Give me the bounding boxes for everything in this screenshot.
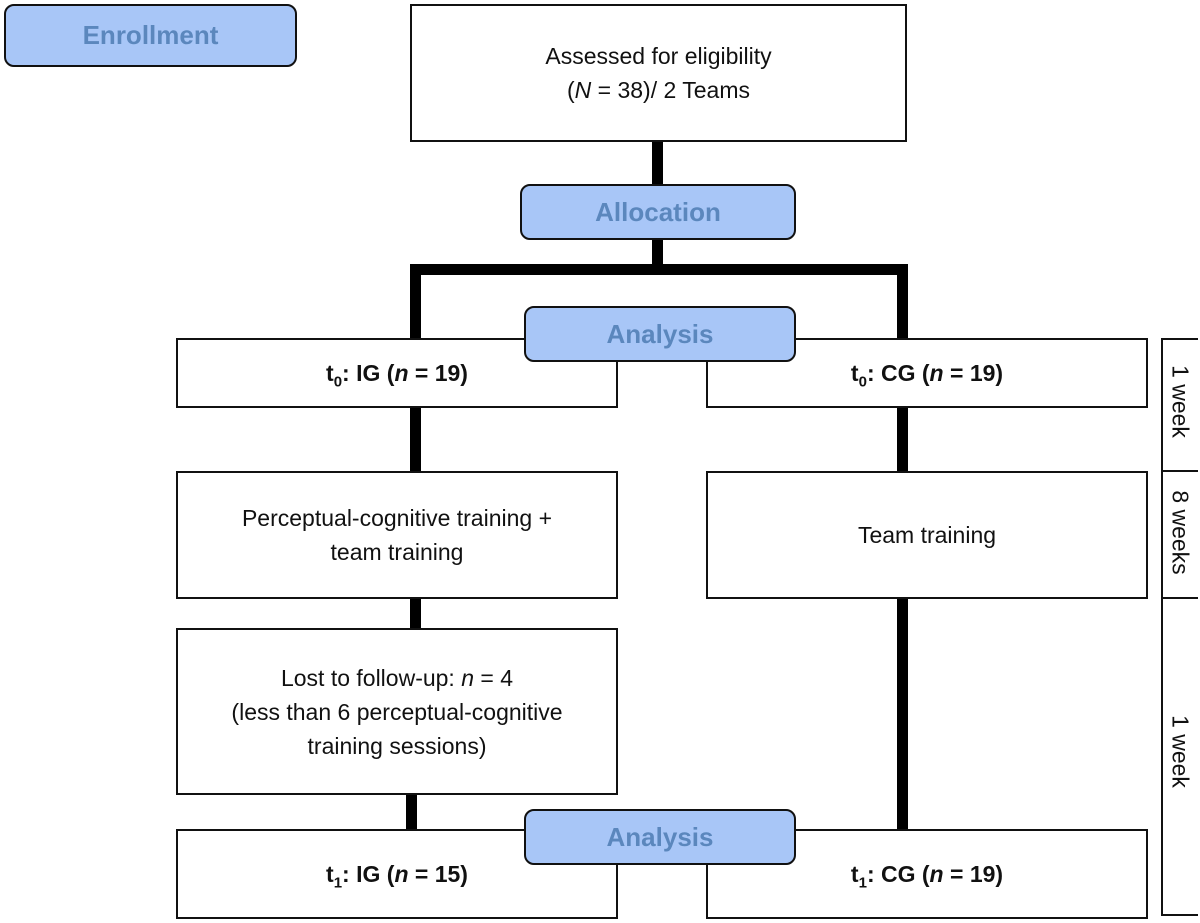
connector-cg-training-t1 bbox=[897, 597, 908, 831]
allocation-label: Allocation bbox=[520, 184, 796, 240]
ig-training-box: Perceptual-cognitive training + team tra… bbox=[176, 471, 618, 599]
duration-label-2: 8 weeks bbox=[1167, 490, 1194, 575]
duration-label-3: 1 week bbox=[1167, 715, 1194, 788]
t1-cg-text: t1: CG (n = 19) bbox=[850, 861, 1004, 892]
eligibility-line2: (N = 38)/ 2 Teams bbox=[566, 77, 751, 103]
t0-cg-text: t0: CG (n = 19) bbox=[850, 360, 1004, 391]
lost-line1: Lost to follow-up: n = 4 bbox=[280, 664, 514, 691]
allocation-text: Allocation bbox=[595, 196, 721, 227]
connector-ig-training-lost bbox=[410, 597, 421, 630]
bracket-vertical-line bbox=[1161, 338, 1163, 916]
connector-cg-t0-training bbox=[897, 406, 908, 472]
t1-ig-box: t1: IG (n = 15) bbox=[176, 829, 618, 919]
duration-label-1: 1 week bbox=[1167, 365, 1194, 438]
t0-ig-text: t0: IG (n = 19) bbox=[326, 360, 468, 391]
connector-allocation-split bbox=[652, 238, 663, 268]
connector-left-t0 bbox=[410, 264, 421, 340]
lost-followup-box: Lost to follow-up: n = 4 (less than 6 pe… bbox=[176, 628, 618, 795]
eligibility-box: Assessed for eligibility (N = 38)/ 2 Tea… bbox=[410, 4, 907, 142]
cg-training-box: Team training bbox=[706, 471, 1148, 599]
connector-ig-t0-training bbox=[410, 406, 421, 472]
analysis-t1-text: Analysis bbox=[606, 821, 714, 852]
bracket-tick-t0-end bbox=[1161, 470, 1198, 472]
enrollment-text: Enrollment bbox=[82, 20, 219, 50]
analysis-t0-label: Analysis bbox=[524, 306, 796, 362]
eligibility-line1: Assessed for eligibility bbox=[545, 43, 772, 69]
t1-ig-text: t1: IG (n = 15) bbox=[326, 861, 468, 892]
lost-line2: (less than 6 perceptual-cognitive bbox=[231, 698, 563, 725]
analysis-t1-label: Analysis bbox=[524, 809, 796, 865]
ig-training-line2: team training bbox=[330, 539, 464, 565]
enrollment-label: Enrollment bbox=[4, 4, 297, 67]
bracket-tick-training-end bbox=[1161, 597, 1198, 599]
analysis-t0-text: Analysis bbox=[606, 318, 714, 349]
connector-horizontal-split bbox=[410, 264, 908, 275]
lost-line3: training sessions) bbox=[307, 732, 487, 759]
connector-ig-lost-t1 bbox=[406, 793, 417, 831]
t1-cg-box: t1: CG (n = 19) bbox=[706, 829, 1148, 919]
ig-training-line1: Perceptual-cognitive training + bbox=[241, 505, 553, 531]
connector-right-t0 bbox=[897, 264, 908, 340]
cg-training-line1: Team training bbox=[857, 522, 997, 548]
bracket-tick-top bbox=[1161, 338, 1198, 340]
connector-eligibility-allocation bbox=[652, 140, 663, 186]
bracket-tick-bottom bbox=[1161, 914, 1198, 916]
